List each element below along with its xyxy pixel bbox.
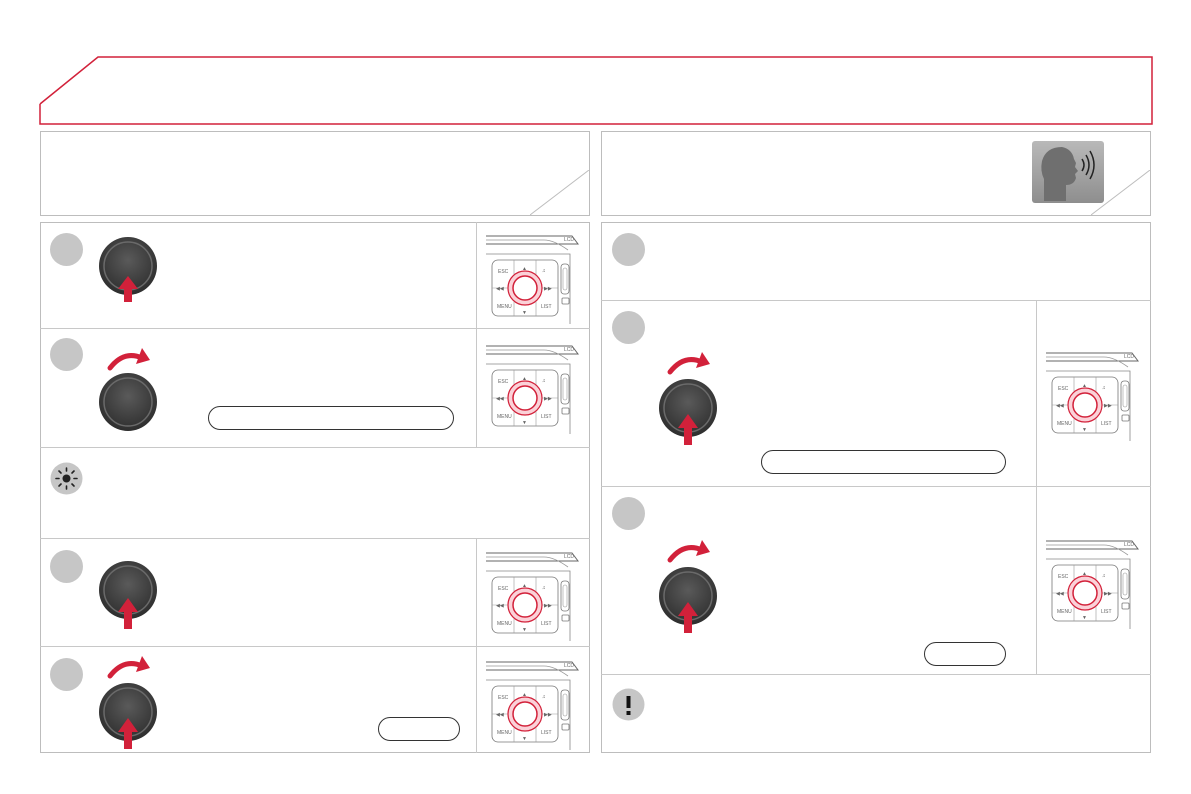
up-arrow-icon: ▲ [1082,571,1087,577]
previous-track-icon: ◀◀ [496,603,504,609]
music-note-icon: ♫ [1102,573,1106,579]
music-note-icon: ♫ [542,268,546,274]
control-panel-illustration: LCD ESC MENU LIST ▲ ▼ ◀◀ ▶▶ ♫ [1044,533,1144,636]
next-track-icon: ▶▶ [544,712,552,718]
right-intro-corner [1091,170,1151,216]
previous-track-icon: ◀◀ [1056,403,1064,409]
control-panel-illustration: LCD ESC MENU LIST ▲ ▼ ◀◀ ▶▶ ♫ [484,654,584,757]
menu-button-label: MENU [497,621,512,627]
control-panel-illustration: LCD ESC MENU LIST ▲ ▼ ◀◀ ▶▶ ♫ [484,338,584,441]
step-badge [50,338,83,371]
list-button-label: LIST [541,304,552,310]
step-badge [612,497,645,530]
display-ok-pill [378,717,460,741]
list-button-label: LIST [541,730,552,736]
knob-press-icon [99,561,157,629]
list-button-label: LIST [541,621,552,627]
up-arrow-icon: ▲ [522,376,527,382]
down-arrow-icon: ▼ [522,420,527,426]
next-track-icon: ▶▶ [1104,591,1112,597]
svg-text:LCD: LCD [1124,354,1134,360]
music-note-icon: ♫ [542,585,546,591]
down-arrow-icon: ▼ [522,310,527,316]
knob-rotate-press-icon [659,540,717,633]
next-track-icon: ▶▶ [1104,403,1112,409]
page-header-band [39,56,1153,125]
menu-button-label: MENU [497,730,512,736]
step-badge [612,233,645,266]
esc-button-label: ESC [1058,386,1069,392]
down-arrow-icon: ▼ [522,736,527,742]
knob-rotate-icon [99,348,157,431]
step-badge [612,311,645,344]
control-panel-illustration: LCD ESC MENU LIST ▲ ▼ ◀◀ ▶▶ ♫ [484,545,584,648]
up-arrow-icon: ▲ [1082,383,1087,389]
up-arrow-icon: ▲ [522,583,527,589]
down-arrow-icon: ▼ [522,627,527,633]
list-button-label: LIST [1101,609,1112,615]
display-ok-pill [924,642,1006,666]
esc-button-label: ESC [1058,574,1069,580]
list-button-label: LIST [1101,421,1112,427]
step-badge [50,550,83,583]
display-selection-pill [761,450,1006,474]
svg-text:LCD: LCD [564,663,574,669]
music-note-icon: ♫ [542,694,546,700]
control-panel-illustration: LCD ESC MENU LIST ▲ ▼ ◀◀ ▶▶ ♫ [1044,345,1144,448]
svg-text:LCD: LCD [1124,542,1134,548]
knob-rotate-press-icon [99,656,157,749]
step-badge [50,658,83,691]
step-badge [50,233,83,266]
exclamation-warning-icon [612,688,645,721]
svg-text:LCD: LCD [564,554,574,560]
menu-button-label: MENU [497,414,512,420]
next-track-icon: ▶▶ [544,286,552,292]
esc-button-label: ESC [498,586,509,592]
list-button-label: LIST [541,414,552,420]
control-panel-illustration: LCD ESC MENU LIST ▲ ▼ ◀◀ ▶▶ ♫ [484,228,584,331]
left-intro-corner [530,170,590,216]
svg-text:LCD: LCD [564,347,574,353]
voice-recognition-head-icon [1032,141,1104,203]
up-arrow-icon: ▲ [522,692,527,698]
menu-button-label: MENU [497,304,512,310]
menu-button-label: MENU [1057,609,1072,615]
previous-track-icon: ◀◀ [496,396,504,402]
esc-button-label: ESC [498,379,509,385]
next-track-icon: ▶▶ [544,603,552,609]
down-arrow-icon: ▼ [1082,615,1087,621]
menu-button-label: MENU [1057,421,1072,427]
knob-press-icon [99,237,157,302]
previous-track-icon: ◀◀ [496,712,504,718]
down-arrow-icon: ▼ [1082,427,1087,433]
display-selection-pill [208,406,454,430]
next-track-icon: ▶▶ [544,396,552,402]
up-arrow-icon: ▲ [522,266,527,272]
right-steps-panel [601,222,1151,753]
left-intro-panel [40,131,590,216]
previous-track-icon: ◀◀ [1056,591,1064,597]
previous-track-icon: ◀◀ [496,286,504,292]
esc-button-label: ESC [498,269,509,275]
svg-text:LCD: LCD [564,237,574,243]
music-note-icon: ♫ [542,378,546,384]
sun-tip-icon [50,462,83,495]
esc-button-label: ESC [498,695,509,701]
knob-rotate-press-icon [659,352,717,445]
music-note-icon: ♫ [1102,385,1106,391]
